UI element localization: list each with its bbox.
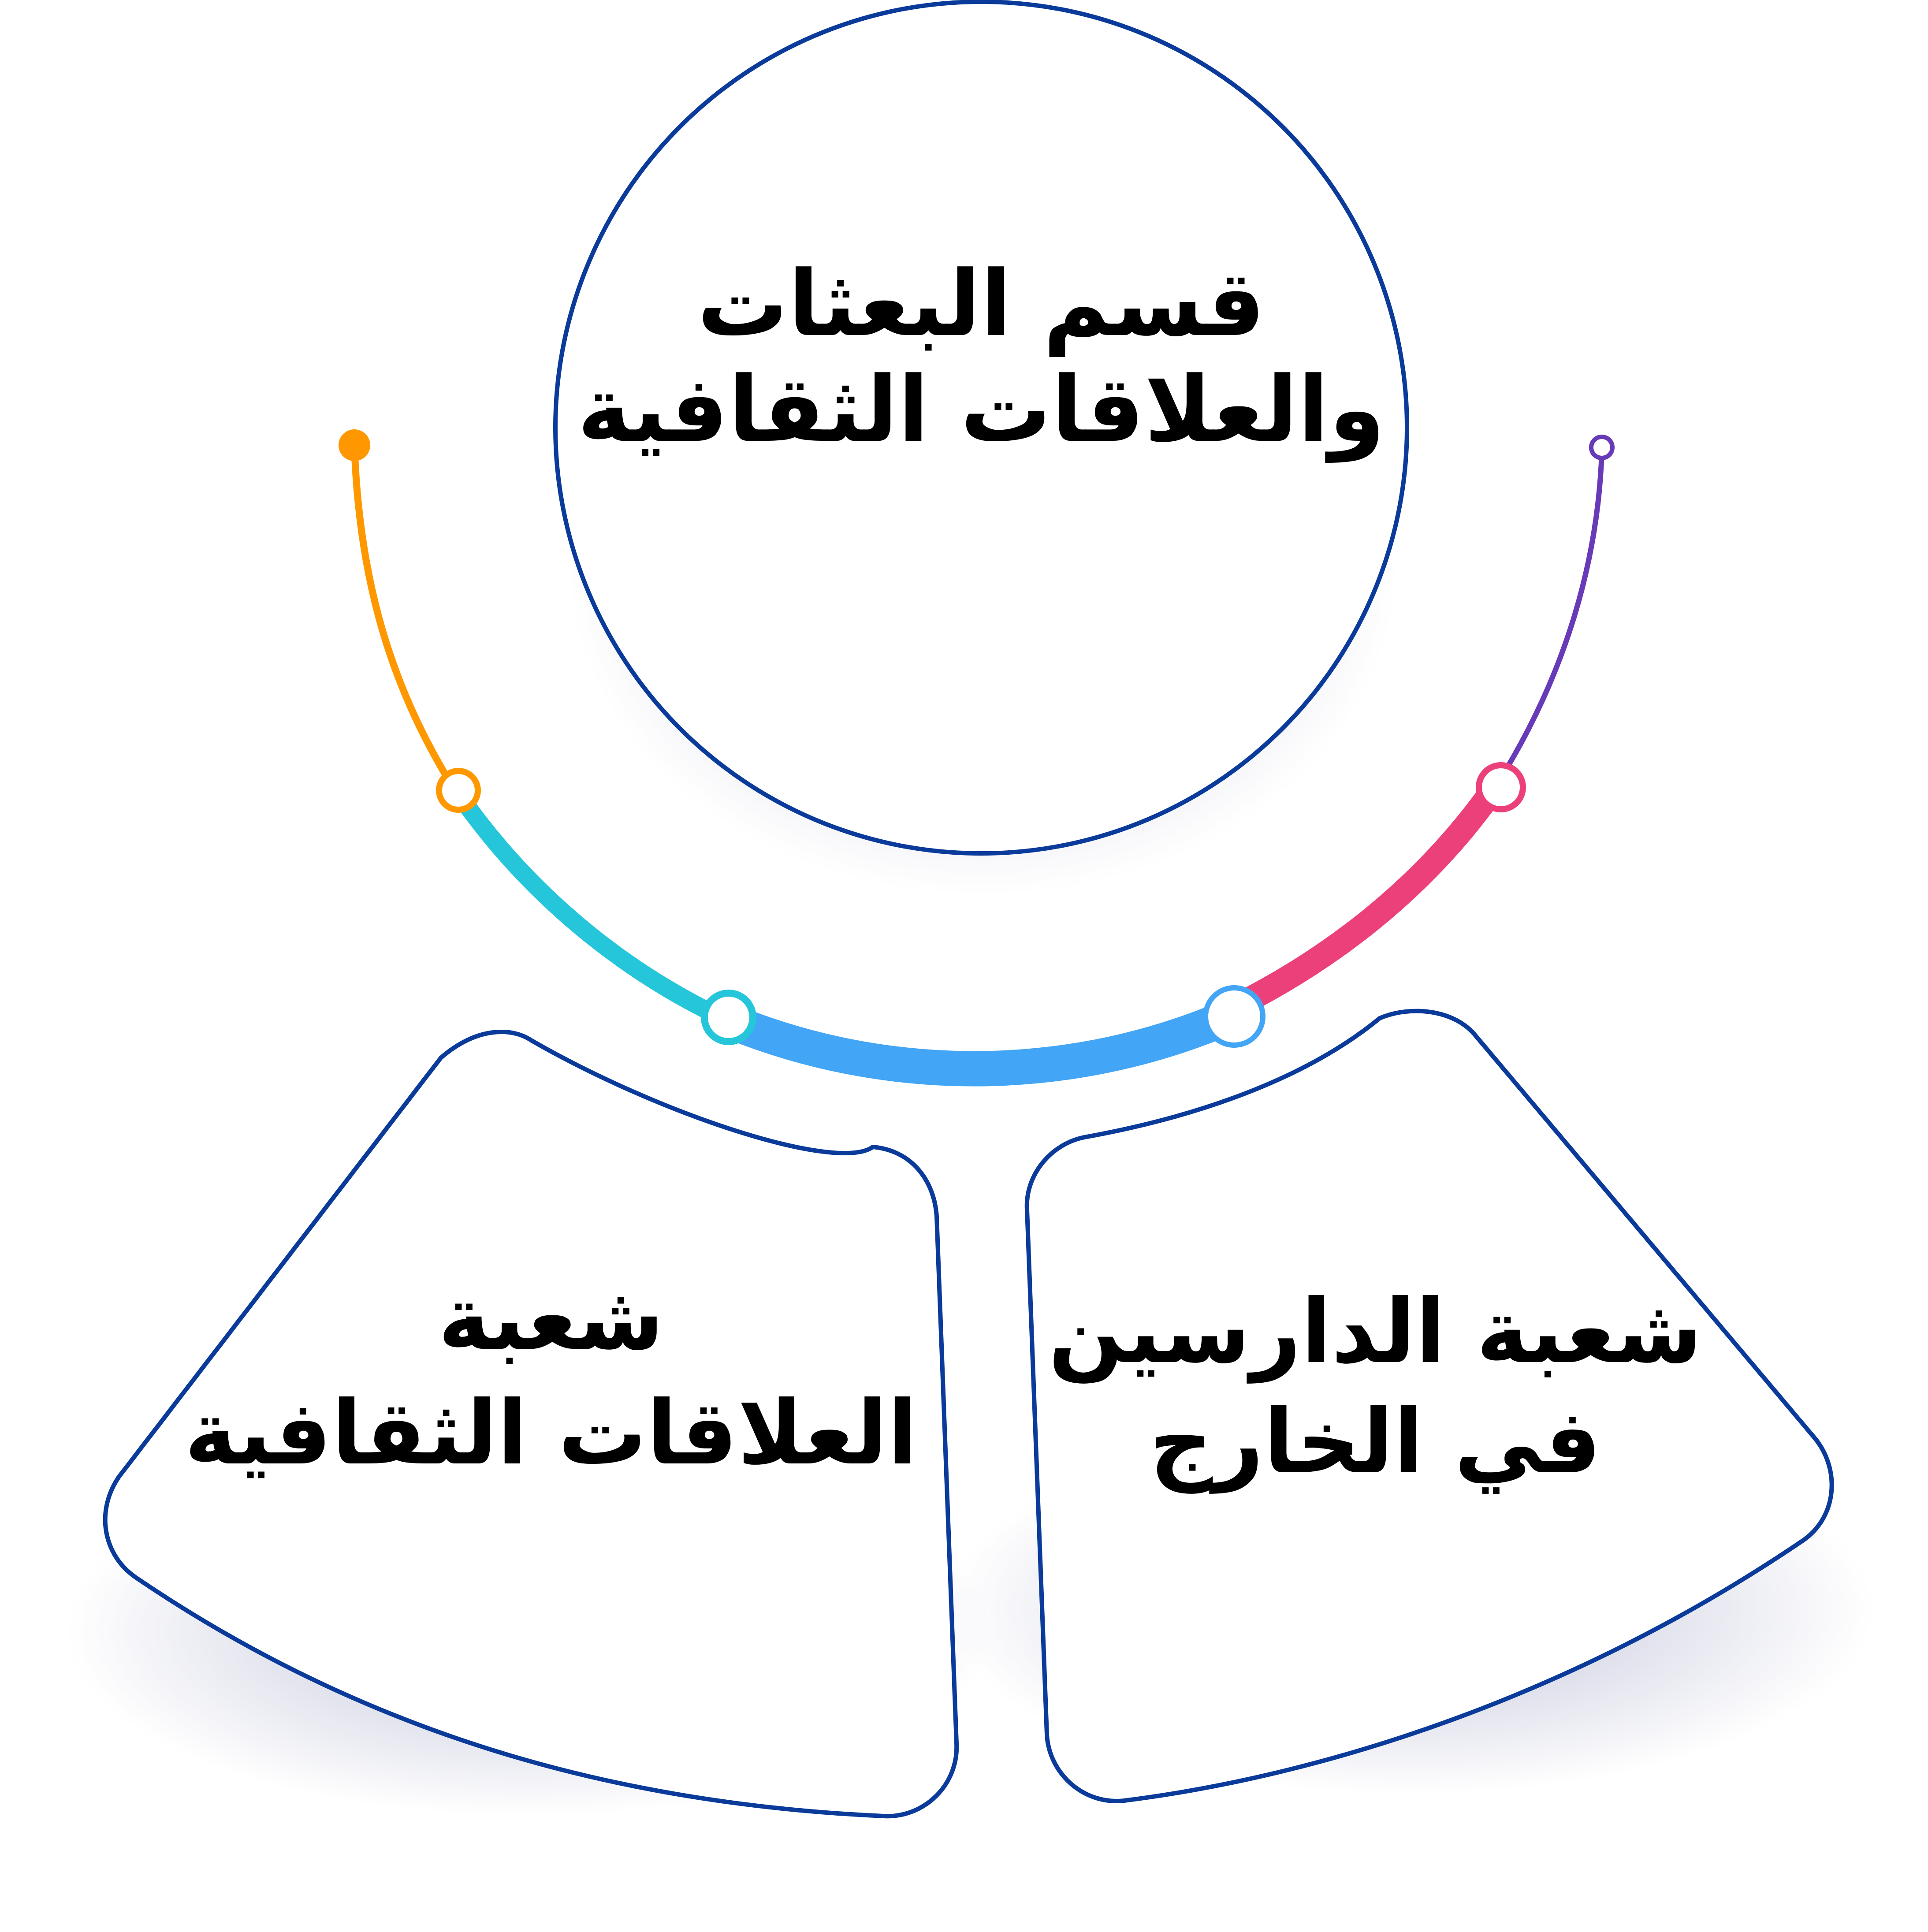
- bottom-left-node: شعبة العلاقات الثقافية: [103, 1030, 959, 1819]
- bottom-right-node-card: [1024, 1009, 1834, 1803]
- arc-segment-cyan: [455, 795, 727, 1027]
- bottom-right-node-title: شعبة الدارسين: [1048, 1281, 1702, 1384]
- top-node-subtitle: والعلاقات الثقافية: [577, 357, 1385, 463]
- bottom-right-node-subtitle: في الخارج: [1149, 1391, 1601, 1494]
- arc-segment-purple: [1500, 449, 1604, 778]
- arc-segment-orange: [351, 442, 458, 794]
- arc-segment-pink: [1228, 781, 1504, 1019]
- arc-node-orange: [436, 768, 481, 813]
- arc-segment-blue: [725, 1005, 1224, 1087]
- bottom-left-node-title: شعبة: [438, 1267, 664, 1370]
- arc-end-dot-orange: [339, 429, 370, 461]
- connector-arc: [339, 429, 1615, 1087]
- bottom-left-node-subtitle: العلاقات الثقافية: [184, 1382, 917, 1485]
- bottom-right-node: شعبة الدارسين في الخارج: [1024, 1009, 1834, 1803]
- arc-node-pink: [1476, 762, 1526, 812]
- arc-node-cyan: [701, 990, 756, 1045]
- top-node-circle: [553, 0, 1409, 856]
- arc-node-blue: [1203, 985, 1265, 1048]
- top-node-title: قسم البعثات: [697, 252, 1265, 357]
- bottom-left-node-card: [103, 1030, 959, 1819]
- top-node: قسم البعثات والعلاقات الثقافية: [553, 0, 1409, 856]
- arc-end-dot-purple: [1589, 435, 1615, 460]
